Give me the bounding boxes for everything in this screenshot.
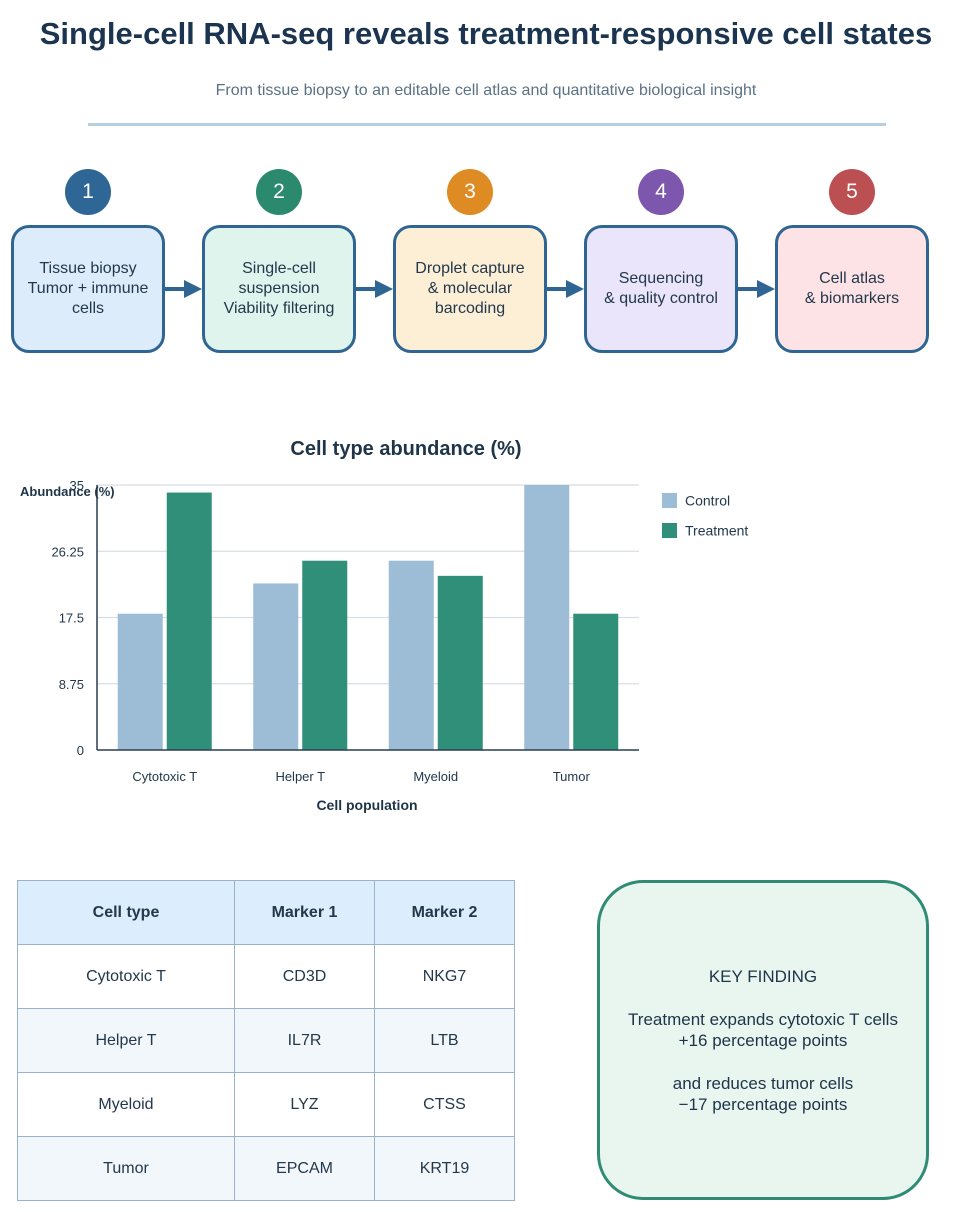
table-header-cell: Marker 1 xyxy=(234,880,375,945)
step-3-box: Droplet capture & molecular barcoding xyxy=(393,225,547,353)
table-cell: CD3D xyxy=(234,944,375,1009)
table-row: Tumor EPCAM KRT19 xyxy=(17,1136,515,1201)
table-row: Cytotoxic T CD3D NKG7 xyxy=(17,944,515,1009)
table-cell: Tumor xyxy=(17,1136,235,1201)
x-axis-label: Cell population xyxy=(316,797,417,813)
x-tick-label: Cytotoxic T xyxy=(132,769,197,784)
y-tick-label: 26.25 xyxy=(51,544,84,559)
bar-treatment-0 xyxy=(166,492,212,750)
arrow-1-2 xyxy=(165,280,202,298)
table-cell: NKG7 xyxy=(374,944,515,1009)
key-finding-line: Treatment expands cytotoxic T cells xyxy=(628,1009,898,1029)
arrow-3-4 xyxy=(547,280,584,298)
table-header-cell: Marker 2 xyxy=(374,880,515,945)
step-1-box: Tissue biopsy Tumor + immune cells xyxy=(11,225,165,353)
y-axis-label: Abundance (%) xyxy=(20,484,115,499)
table-cell: Myeloid xyxy=(17,1072,235,1137)
step-4-box: Sequencing & quality control xyxy=(584,225,738,353)
key-finding-line: +16 percentage points xyxy=(678,1030,848,1050)
table-cell: Helper T xyxy=(17,1008,235,1073)
arrow-4-5 xyxy=(738,280,775,298)
table-cell: LYZ xyxy=(234,1072,375,1137)
page-title: Single-cell RNA-seq reveals treatment-re… xyxy=(39,16,933,51)
table-row: Myeloid LYZ CTSS xyxy=(17,1072,515,1137)
y-tick-label: 0 xyxy=(77,743,84,758)
table-row: Helper T IL7R LTB xyxy=(17,1008,515,1073)
bar-treatment-1 xyxy=(302,560,348,750)
step-4-label: Sequencing & quality control xyxy=(604,270,718,307)
step-5-number: 5 xyxy=(829,169,875,215)
key-finding-line: and reduces tumor cells xyxy=(672,1073,854,1093)
bar-control-0 xyxy=(117,613,163,750)
bar-control-1 xyxy=(253,583,299,750)
x-tick-label: Helper T xyxy=(275,769,325,784)
legend-label-control: Control xyxy=(685,493,730,509)
step-5-label: Cell atlas & biomarkers xyxy=(804,270,900,307)
step-3-number: 3 xyxy=(447,169,493,215)
bar-control-2 xyxy=(388,560,434,750)
step-1-number: 1 xyxy=(65,169,111,215)
y-tick-label: 35 xyxy=(70,478,84,493)
table-cell: KRT19 xyxy=(374,1136,515,1201)
step-3-label: Droplet capture & molecular barcoding xyxy=(415,260,525,317)
marker-table: Cell type Marker 1 Marker 2 Cytotoxic T … xyxy=(17,880,515,1201)
page-subtitle: From tissue biopsy to an editable cell a… xyxy=(215,82,757,99)
legend-swatch-control xyxy=(662,493,677,508)
key-finding-line: −17 percentage points xyxy=(678,1094,848,1114)
table-cell: IL7R xyxy=(234,1008,375,1073)
pipeline-arrows xyxy=(165,280,775,298)
step-1-label: Tissue biopsy Tumor + immune cells xyxy=(27,260,149,317)
arrow-2-3 xyxy=(356,280,393,298)
x-tick-label: Myeloid xyxy=(413,769,458,784)
bar-treatment-2 xyxy=(437,575,483,750)
table-cell: EPCAM xyxy=(234,1136,375,1201)
legend-label-treatment: Treatment xyxy=(685,523,748,539)
step-4-number: 4 xyxy=(638,169,684,215)
key-finding-panel: KEY FINDING Treatment expands cytotoxic … xyxy=(597,880,929,1200)
legend-swatch-treatment xyxy=(662,523,677,538)
table-cell: LTB xyxy=(374,1008,515,1073)
key-finding-heading: KEY FINDING xyxy=(708,966,818,986)
table-header-row: Cell type Marker 1 Marker 2 xyxy=(17,880,515,945)
y-tick-label: 17.5 xyxy=(59,611,84,626)
table-cell: CTSS xyxy=(374,1072,515,1137)
step-2-number: 2 xyxy=(256,169,302,215)
bar-control-3 xyxy=(524,485,570,750)
bar-treatment-3 xyxy=(573,613,619,750)
step-5-box: Cell atlas & biomarkers xyxy=(775,225,929,353)
table-header-cell: Cell type xyxy=(17,880,235,945)
table-cell: Cytotoxic T xyxy=(17,944,235,1009)
y-tick-label: 8.75 xyxy=(59,677,84,692)
x-tick-label: Tumor xyxy=(553,769,591,784)
title-divider xyxy=(88,123,886,126)
chart-title: Cell type abundance (%) xyxy=(290,438,522,460)
step-2-box: Single-cell suspension Viability filteri… xyxy=(202,225,356,353)
step-2-label: Single-cell suspension Viability filteri… xyxy=(223,260,335,317)
